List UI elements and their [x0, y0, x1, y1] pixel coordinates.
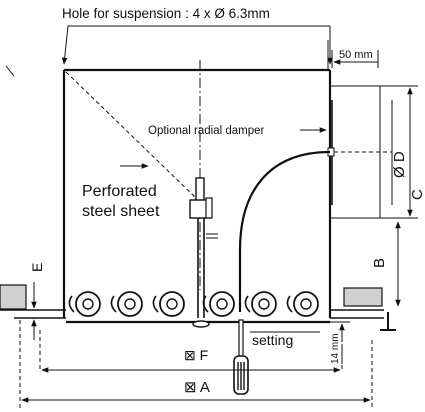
cable-curve — [238, 150, 331, 312]
swirl-vane — [244, 291, 277, 317]
dim-f-label: ⊠ F — [184, 347, 208, 363]
dim-c-label: C — [409, 189, 425, 200]
swirl-vane — [68, 291, 101, 317]
perforated-label-line1: Perforated — [82, 183, 157, 200]
screwdriver-icon — [233, 319, 249, 395]
perforated-label-line2: steel sheet — [82, 203, 160, 220]
swirl-vane — [286, 291, 319, 317]
suspension-leader-left — [61, 25, 330, 65]
dim-e-label: E — [29, 263, 45, 272]
left-edge-mark — [5, 65, 15, 77]
damper-label: Optional radial damper — [148, 125, 265, 137]
dim-50-label: 50 mm — [339, 49, 373, 61]
swirl-vane — [110, 291, 143, 317]
hanger-bracket-icon — [380, 312, 396, 331]
ceiling-panel-right — [343, 287, 383, 307]
swirl-vane — [152, 291, 185, 317]
suspension-label: Hole for suspension : 4 x Ø 6.3mm — [62, 6, 270, 21]
dim-a-label: ⊠ A — [184, 379, 210, 396]
rod-clamp-side — [205, 197, 213, 219]
dim-b-label: B — [371, 258, 388, 268]
dim-od-label: Ø D — [391, 151, 408, 178]
setting-label: setting — [252, 332, 293, 348]
rod-knob — [192, 320, 210, 328]
diagonal-dashed-line — [65, 71, 197, 199]
swirl-vanes — [68, 291, 319, 317]
dim-14-label: 14 mm — [330, 333, 341, 364]
ceiling-panel-left — [0, 284, 27, 310]
swirl-vane — [202, 291, 235, 317]
